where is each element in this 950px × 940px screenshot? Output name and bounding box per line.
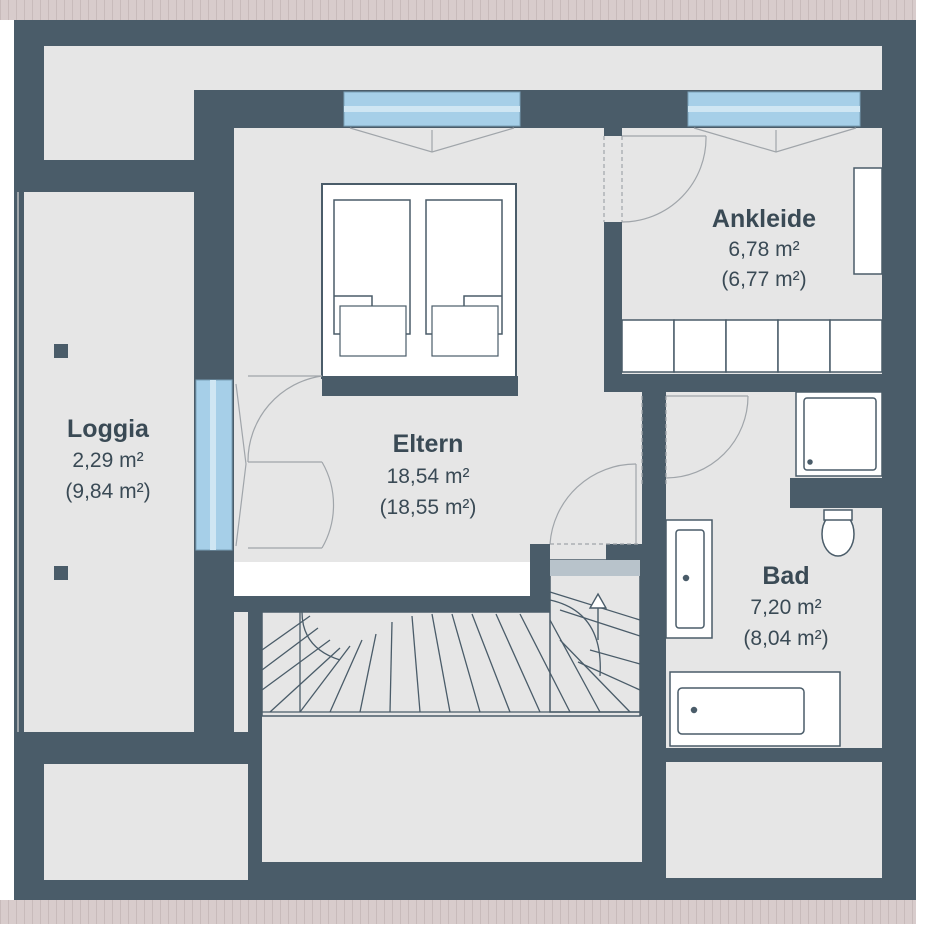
- loggia-floor: [24, 192, 194, 732]
- stair-landing: [262, 716, 642, 862]
- room-floor-area-eltern: (18,55 m²): [380, 496, 477, 519]
- room-floor-area-ankleide: (6,77 m²): [721, 268, 806, 291]
- windows: [195, 91, 861, 551]
- small-wall-gap: [234, 612, 248, 732]
- wardrobe: [621, 167, 883, 373]
- room-label-eltern: Eltern: [393, 430, 464, 458]
- roof-edge-top: [0, 0, 916, 20]
- room-area-ankleide: 6,78 m²: [728, 238, 799, 261]
- stair-arrow: [588, 592, 608, 640]
- bathroom-fixtures: [665, 391, 883, 747]
- eltern-sill: [234, 562, 530, 596]
- doors: [247, 135, 749, 549]
- room-area-bad: 7,20 m²: [750, 596, 821, 619]
- room-area-loggia: 2,29 m²: [72, 449, 143, 472]
- interior-walls: [194, 90, 882, 880]
- room-labels: Loggia 2,29 m² (9,84 m²) Eltern 18,54 m²…: [65, 205, 828, 650]
- bed: [321, 183, 518, 396]
- room-area-eltern: 18,54 m²: [387, 465, 470, 488]
- loggia-post-1: [54, 344, 68, 358]
- room-label-bad: Bad: [762, 562, 809, 590]
- room-label-loggia: Loggia: [67, 415, 150, 443]
- roof-edge-bottom: [0, 900, 916, 924]
- loggia-post-2: [54, 566, 68, 580]
- room-floor-area-bad: (8,04 m²): [743, 627, 828, 650]
- top-left-attic-2: [44, 46, 194, 160]
- room-label-ankleide: Ankleide: [712, 205, 816, 233]
- window-swings: [235, 127, 857, 547]
- bottom-right-attic: [666, 762, 882, 878]
- bottom-left-attic: [44, 764, 248, 880]
- staircase: [261, 559, 641, 717]
- room-floor-area-loggia: (9,84 m²): [65, 480, 150, 503]
